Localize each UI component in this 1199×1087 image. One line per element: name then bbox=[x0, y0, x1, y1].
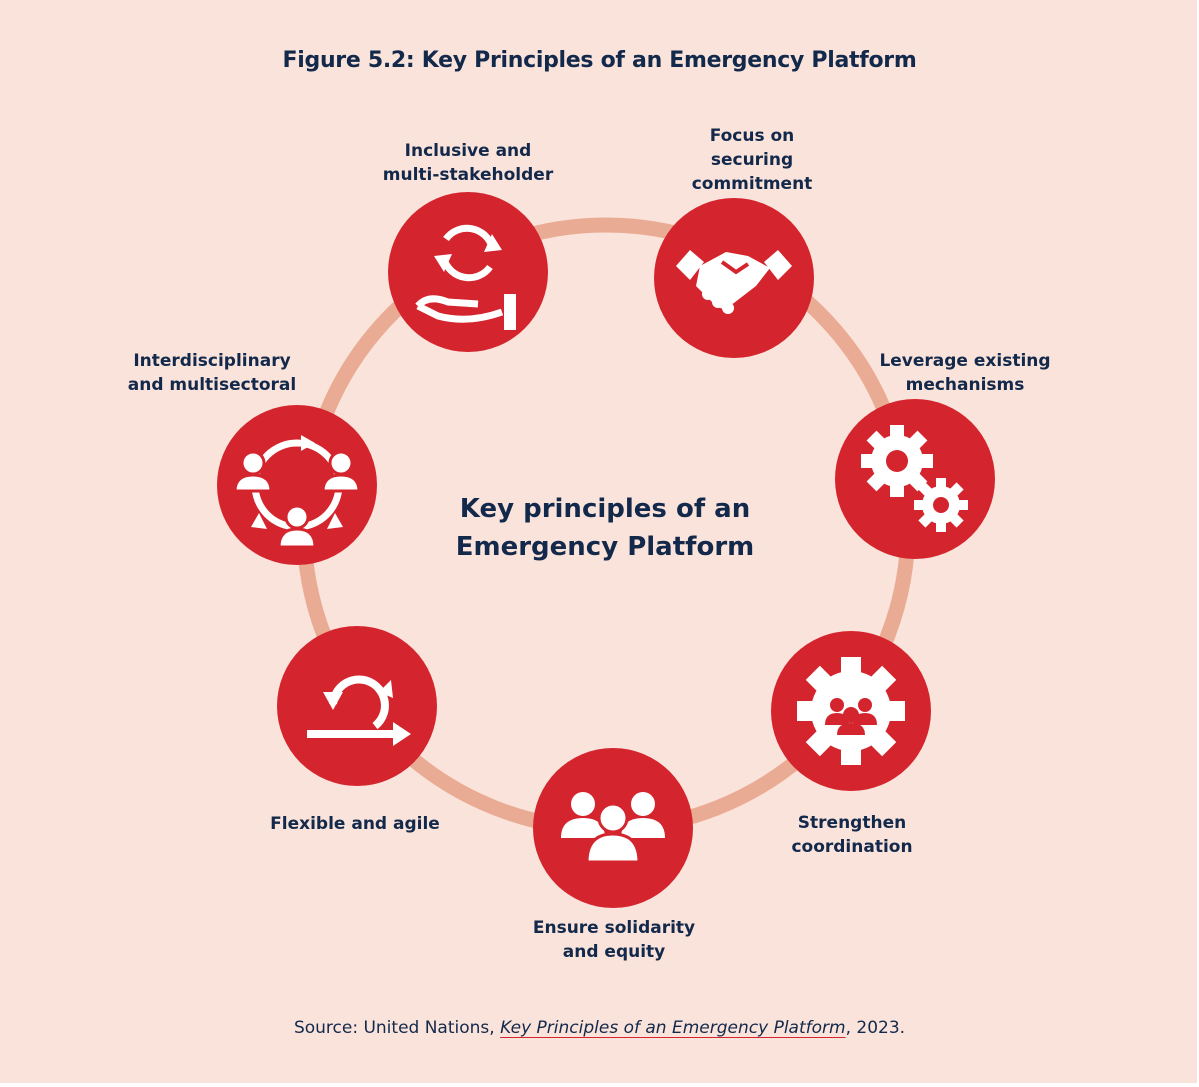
source-suffix: , 2023. bbox=[845, 1018, 906, 1038]
cycle-hand-icon-cuff bbox=[504, 294, 516, 330]
principle-node-interdisciplinary bbox=[217, 405, 377, 565]
gear-people-icon bbox=[797, 657, 905, 765]
principle-circle bbox=[277, 626, 437, 786]
principle-node-inclusive bbox=[388, 192, 548, 352]
principle-node-coordination bbox=[771, 631, 931, 791]
principle-circle bbox=[388, 192, 548, 352]
principle-node-agile bbox=[277, 626, 437, 786]
principle-label-coordination: Strengthen coordination bbox=[791, 813, 913, 857]
people-cycle-icon bbox=[233, 435, 361, 549]
figure-title: Figure 5.2: Key Principles of an Emergen… bbox=[282, 48, 917, 73]
gears-icon bbox=[861, 425, 968, 532]
handshake-icon bbox=[676, 250, 792, 314]
center-label: Key principles of an Emergency Platform bbox=[455, 494, 755, 562]
source-link[interactable]: Key Principles of an Emergency Platform bbox=[500, 1018, 846, 1038]
cycle-hand-icon bbox=[415, 224, 504, 323]
principle-label-inclusive: Inclusive and multi-stakeholder bbox=[382, 141, 554, 185]
principle-label-mechanisms: Leverage existing mechanisms bbox=[879, 351, 1051, 395]
principle-label-agile: Flexible and agile bbox=[270, 814, 440, 834]
agile-loop-icon bbox=[307, 675, 395, 738]
people-group-icon bbox=[561, 792, 665, 864]
source-note: Source: United Nations, Key Principles o… bbox=[0, 1018, 1199, 1038]
principle-node-commitment bbox=[654, 198, 814, 358]
principle-label-solidarity: Ensure solidarity and equity bbox=[532, 918, 696, 962]
principle-label-interdisciplinary: Interdisciplinary and multisectoral bbox=[127, 351, 297, 395]
source-prefix: Source: United Nations, bbox=[293, 1018, 501, 1038]
principle-label-commitment: Focus on securing commitment bbox=[691, 126, 813, 194]
principle-node-mechanisms bbox=[835, 399, 995, 559]
principle-node-solidarity bbox=[533, 748, 693, 908]
